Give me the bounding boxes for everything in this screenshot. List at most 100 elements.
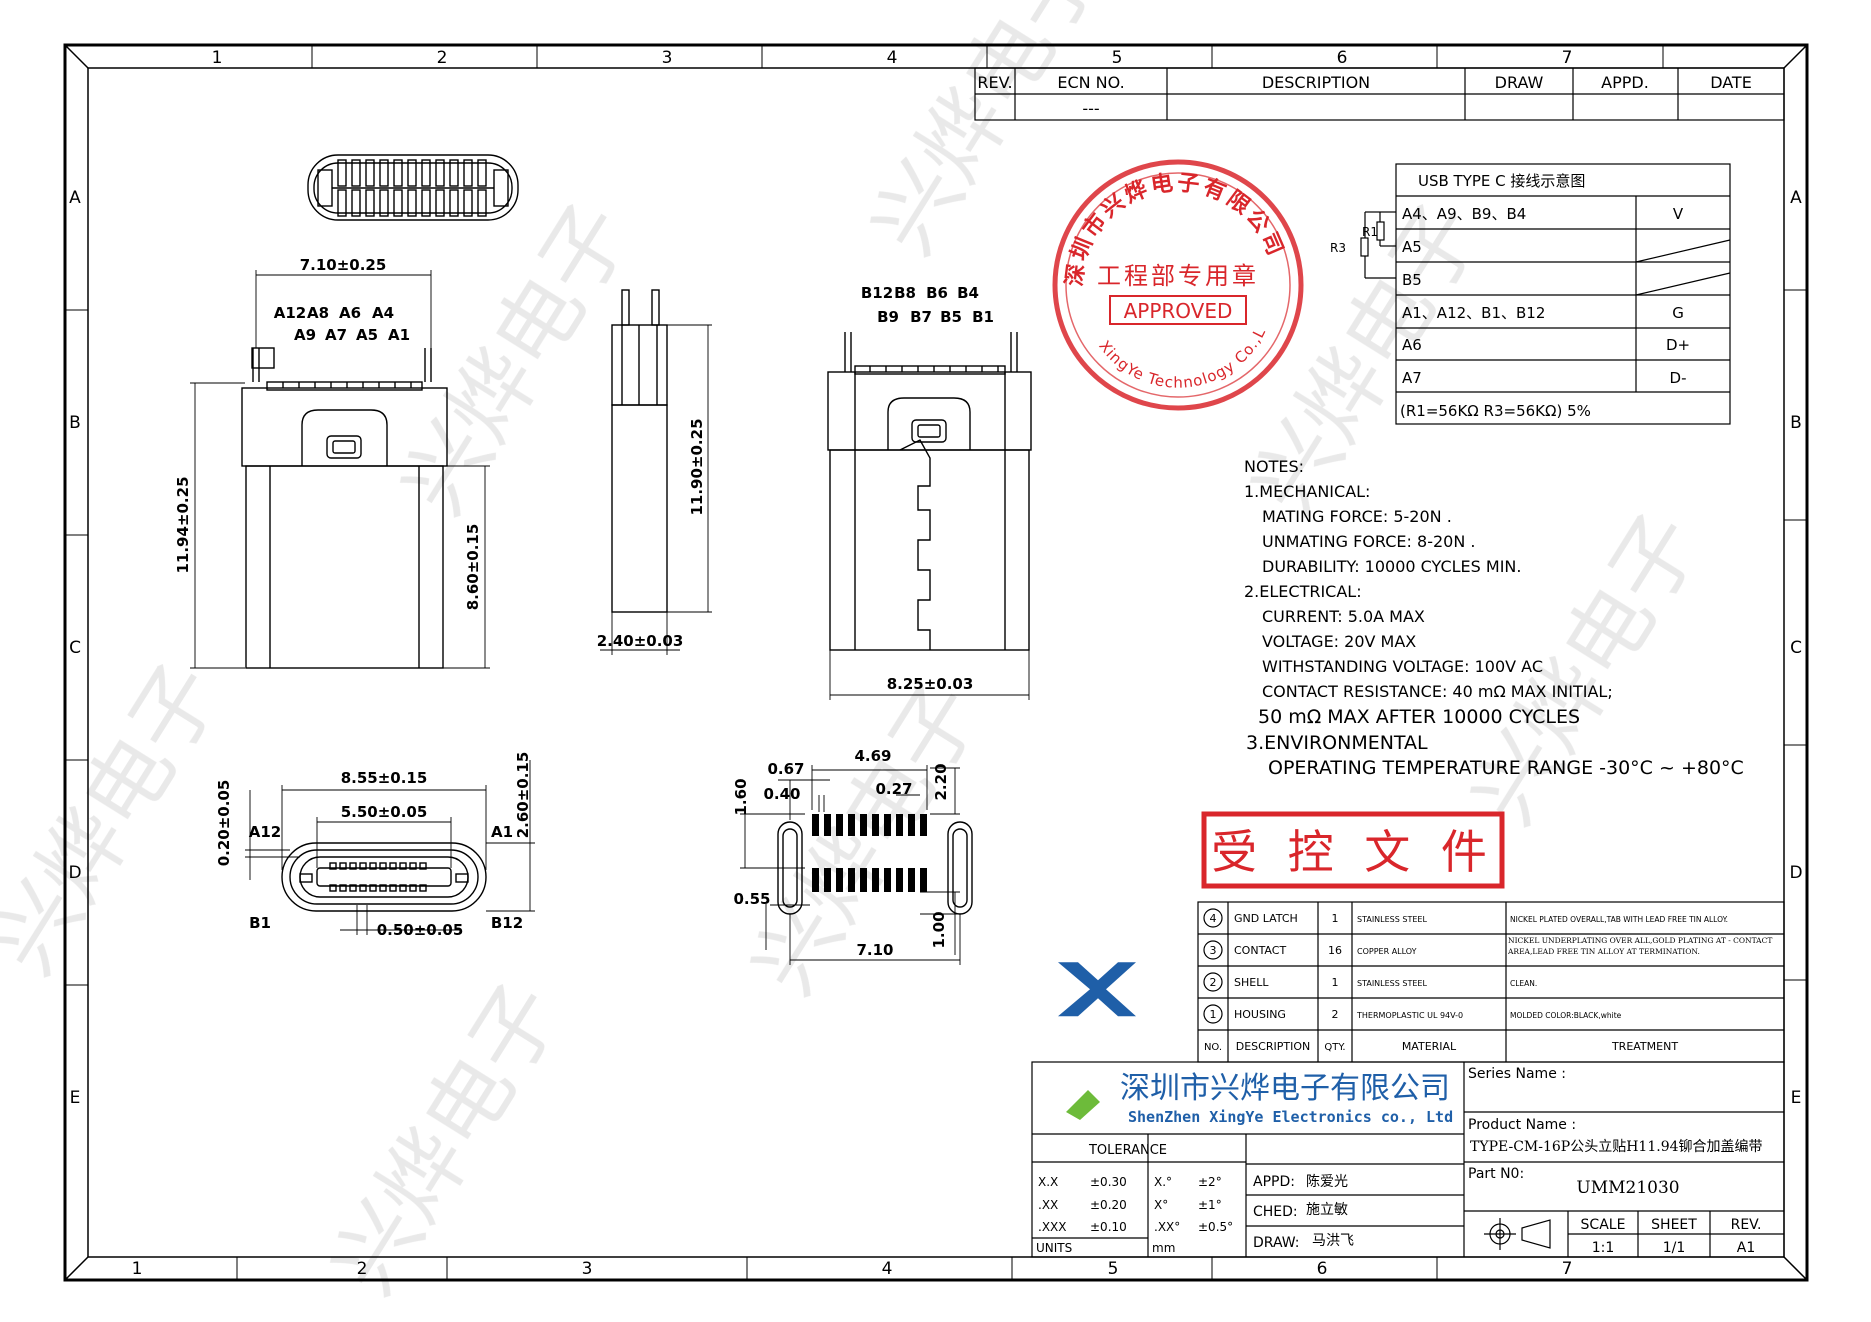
dim-side-thickness: 2.40±0.03 xyxy=(597,632,684,650)
pcb-dim: 4.69 xyxy=(854,747,891,765)
dim-end-height: 2.60±0.15 xyxy=(514,752,532,839)
bom-header-desc: DESCRIPTION xyxy=(1236,1040,1310,1053)
dim-front-body-height: 8.60±0.15 xyxy=(464,524,482,611)
bom-desc: SHELL xyxy=(1234,976,1269,989)
bom-material: STAINLESS STEEL xyxy=(1357,915,1427,924)
note-line: CURRENT: 5.0A MAX xyxy=(1262,607,1425,626)
pin-label: B9 xyxy=(877,308,899,326)
bom-treatment: NICKEL PLATED OVERALL,TAB WITH LEAD FREE… xyxy=(1510,915,1728,924)
wiring-diagram: R1 R3 USB TYPE C 接线示意图 A4、A9、B9、B4 V A5 … xyxy=(1330,163,1731,425)
bom-no: 4 xyxy=(1210,912,1217,925)
row-label: D xyxy=(1789,863,1802,883)
part-label: Part N0: xyxy=(1468,1166,1524,1182)
wiring-pins: A1、A12、B1、B12 xyxy=(1402,304,1545,322)
ched-label: CHED: xyxy=(1253,1204,1298,1220)
pin-label: B6 xyxy=(926,284,948,302)
col-label: 4 xyxy=(882,1259,893,1279)
bom-qty: 16 xyxy=(1328,944,1342,957)
units-value: mm xyxy=(1152,1241,1175,1255)
note-line: DURABILITY: 10000 CYCLES MIN. xyxy=(1262,557,1521,576)
scale-label: SCALE xyxy=(1581,1217,1626,1233)
stamp-center-text: 工程部专用章 xyxy=(1097,262,1259,290)
company-name-cn: 深圳市兴烨电子有限公司 xyxy=(1120,1071,1450,1106)
pcb-dim: 0.40 xyxy=(763,785,800,803)
note-line: CONTACT RESISTANCE: 40 mΩ MAX INITIAL; xyxy=(1262,682,1613,701)
col-label: 1 xyxy=(132,1259,143,1279)
dimension-labels: 7.10±0.25 A12 A8 A6 A4 A9 A7 A5 A1 11.94… xyxy=(174,256,994,959)
dim-side-height: 11.90±0.25 xyxy=(688,418,706,515)
approval-stamp: 深圳市兴烨电子有限公司 XingYe Technology Co.,Ltd 工程… xyxy=(0,0,1304,411)
company-logo xyxy=(1058,962,1136,1120)
row-label: A xyxy=(69,188,81,208)
front-pin-ticks xyxy=(282,382,412,388)
rev-header: REV. xyxy=(977,73,1012,92)
pcb-dim: 1.60 xyxy=(732,778,750,815)
bom-desc: GND LATCH xyxy=(1234,912,1298,925)
wiring-pins: A5 xyxy=(1402,238,1422,256)
end-pin-label: B12 xyxy=(491,914,523,932)
bom-header-qty: QTY. xyxy=(1324,1042,1345,1053)
pcb-dim: 1.00 xyxy=(930,911,948,948)
bom-material: THERMOPLASTIC UL 94V-0 xyxy=(1356,1011,1463,1020)
note-line: WITHSTANDING VOLTAGE: 100V AC xyxy=(1262,657,1543,676)
bom-qty: 1 xyxy=(1332,976,1339,989)
pin-label: A12 xyxy=(274,304,306,322)
row-label: C xyxy=(1790,638,1802,658)
end-view xyxy=(281,842,487,912)
revision-table: REV. ECN NO. DESCRIPTION DRAW APPD. DATE… xyxy=(974,67,1785,121)
pcb-footprint xyxy=(777,814,973,915)
tol-b: ±0.20 xyxy=(1090,1198,1127,1212)
note-line: OPERATING TEMPERATURE RANGE -30°C ~ +80°… xyxy=(1268,757,1744,779)
drawing-frame xyxy=(63,43,1809,1282)
col-label: 7 xyxy=(1562,1259,1573,1279)
tol-d: ±1° xyxy=(1198,1198,1222,1212)
pin-label: B8 xyxy=(894,284,916,302)
row-label: B xyxy=(1790,413,1802,433)
col-label: 4 xyxy=(887,48,898,68)
appd-header: APPD. xyxy=(1601,73,1649,92)
note-line: 1.MECHANICAL: xyxy=(1244,482,1370,501)
bom-header-no: NO. xyxy=(1204,1042,1222,1053)
bom-table: 4 GND LATCH 1 STAINLESS STEEL NICKEL PLA… xyxy=(1197,901,1785,1063)
bom-desc: HOUSING xyxy=(1234,1008,1286,1021)
tol-b: ±0.10 xyxy=(1090,1220,1127,1234)
dim-front-height: 11.94±0.25 xyxy=(174,476,192,573)
wiring-pins: A6 xyxy=(1402,336,1422,354)
note-line: VOLTAGE: 20V MAX xyxy=(1262,632,1416,651)
col-label: 7 xyxy=(1562,48,1573,68)
wiring-pins: A7 xyxy=(1402,369,1422,387)
note-line: MATING FORCE: 5-20N . xyxy=(1262,507,1452,526)
tolerance-title: TOLERANCE xyxy=(1088,1143,1167,1158)
tol-d: ±2° xyxy=(1198,1175,1222,1189)
title-block: 深圳市兴烨电子有限公司 ShenZhen XingYe Electronics … xyxy=(1031,962,1785,1258)
top-view xyxy=(307,154,519,221)
r3-label: R3 xyxy=(1330,241,1346,255)
col-label: 5 xyxy=(1108,1259,1119,1279)
stamp-approved-text: APPROVED xyxy=(1124,299,1233,323)
views xyxy=(241,154,1032,915)
series-label: Series Name : xyxy=(1468,1066,1566,1082)
wiring-signal: D+ xyxy=(1666,336,1690,354)
row-label: D xyxy=(68,863,81,883)
note-line: UNMATING FORCE: 8-20N . xyxy=(1262,532,1475,551)
end-pin-label: A12 xyxy=(249,823,281,841)
wiring-footer: (R1=56KΩ R3=56KΩ) 5% xyxy=(1400,402,1591,420)
dim-end-outer: 8.55±0.15 xyxy=(341,769,428,787)
bom-no: 3 xyxy=(1210,944,1217,957)
pin-label: B7 xyxy=(910,308,932,326)
watermark-text: 兴烨电子 xyxy=(383,186,650,531)
bom-treatment: MOLDED COLOR:BLACK,white xyxy=(1510,1011,1622,1020)
company-name-en: ShenZhen XingYe Electronics co., Ltd xyxy=(1128,1108,1453,1126)
tol-a: .XXX xyxy=(1038,1220,1066,1234)
bom-no: 1 xyxy=(1210,1008,1217,1021)
ched-value: 施立敏 xyxy=(1306,1202,1348,1218)
tol-a: X.X xyxy=(1038,1175,1058,1189)
pin-label: B1 xyxy=(972,308,994,326)
pin-label: A1 xyxy=(388,326,410,344)
rev-value: A1 xyxy=(1737,1240,1755,1256)
rear-pin-ticks xyxy=(869,366,999,372)
note-line: 50 mΩ MAX AFTER 10000 CYCLES xyxy=(1258,706,1580,728)
tol-c: X.° xyxy=(1154,1175,1172,1189)
col-label: 3 xyxy=(662,48,673,68)
